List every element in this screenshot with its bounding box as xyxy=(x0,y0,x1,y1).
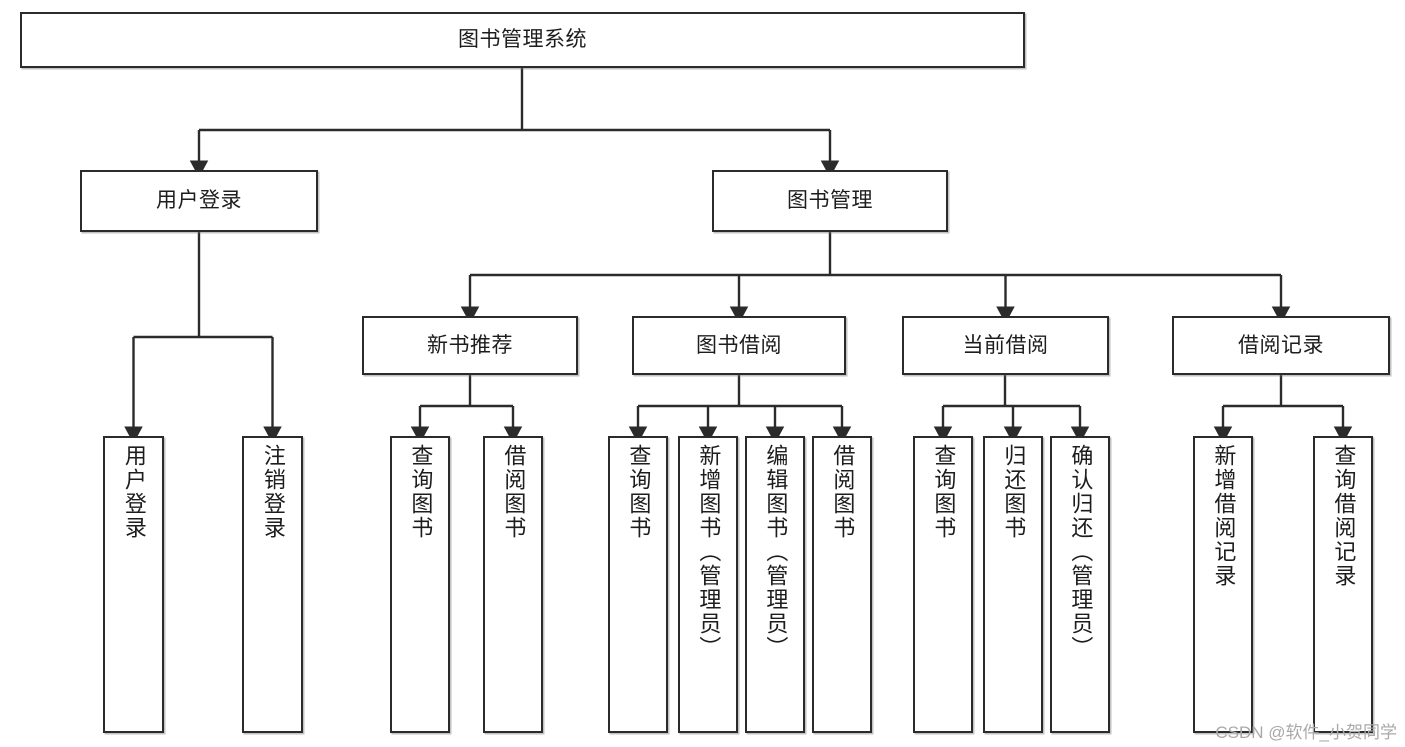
node-label: 查询图书 xyxy=(408,444,434,540)
node-leaf-return-book[interactable]: 归还图书 xyxy=(983,436,1043,733)
node-label: 图书借阅 xyxy=(696,333,782,357)
node-leaf-borrow-book-2[interactable]: 借阅图书 xyxy=(812,436,872,733)
node-label: 用户登录 xyxy=(156,189,242,213)
node-new-book-rec[interactable]: 新书推荐 xyxy=(362,316,578,375)
node-label: 用户登录 xyxy=(121,444,147,540)
node-root[interactable]: 图书管理系统 xyxy=(20,12,1025,68)
node-label: 借阅记录 xyxy=(1238,333,1324,357)
node-leaf-add-record[interactable]: 新增借阅记录 xyxy=(1193,436,1253,733)
node-label: 查询图书 xyxy=(931,444,957,540)
node-book-borrow[interactable]: 图书借阅 xyxy=(632,316,846,375)
node-label: 查询借阅记录 xyxy=(1331,444,1357,588)
node-label: 新增借阅记录 xyxy=(1211,444,1237,588)
node-label: 编辑图书（管理员） xyxy=(763,444,789,660)
node-label: 当前借阅 xyxy=(962,333,1049,357)
node-book-manage[interactable]: 图书管理 xyxy=(712,170,948,232)
node-leaf-add-book[interactable]: 新增图书（管理员） xyxy=(678,436,738,733)
node-label: 图书管理系统 xyxy=(458,28,587,52)
node-label: 借阅图书 xyxy=(830,444,856,540)
node-current-borrow[interactable]: 当前借阅 xyxy=(902,316,1109,375)
node-label: 注销登录 xyxy=(260,444,286,540)
node-leaf-confirm-return[interactable]: 确认归还（管理员） xyxy=(1050,436,1110,733)
node-leaf-logout[interactable]: 注销登录 xyxy=(242,436,303,733)
node-leaf-query-record[interactable]: 查询借阅记录 xyxy=(1313,436,1373,733)
node-leaf-query-book-2[interactable]: 查询图书 xyxy=(608,436,668,733)
node-leaf-user-login[interactable]: 用户登录 xyxy=(103,436,164,733)
node-label: 图书管理 xyxy=(787,189,873,213)
node-label: 确认归还（管理员） xyxy=(1068,444,1094,660)
node-leaf-edit-book[interactable]: 编辑图书（管理员） xyxy=(745,436,805,733)
node-label: 归还图书 xyxy=(1001,444,1027,540)
node-borrow-record[interactable]: 借阅记录 xyxy=(1172,316,1390,375)
node-label: 查询图书 xyxy=(626,444,652,540)
node-user-login[interactable]: 用户登录 xyxy=(80,170,318,232)
node-label: 新书推荐 xyxy=(427,333,513,357)
node-leaf-query-book-1[interactable]: 查询图书 xyxy=(390,436,450,733)
node-leaf-borrow-book-1[interactable]: 借阅图书 xyxy=(483,436,543,733)
node-label: 借阅图书 xyxy=(501,444,527,540)
node-leaf-query-book-3[interactable]: 查询图书 xyxy=(913,436,973,733)
node-label: 新增图书（管理员） xyxy=(696,444,722,660)
